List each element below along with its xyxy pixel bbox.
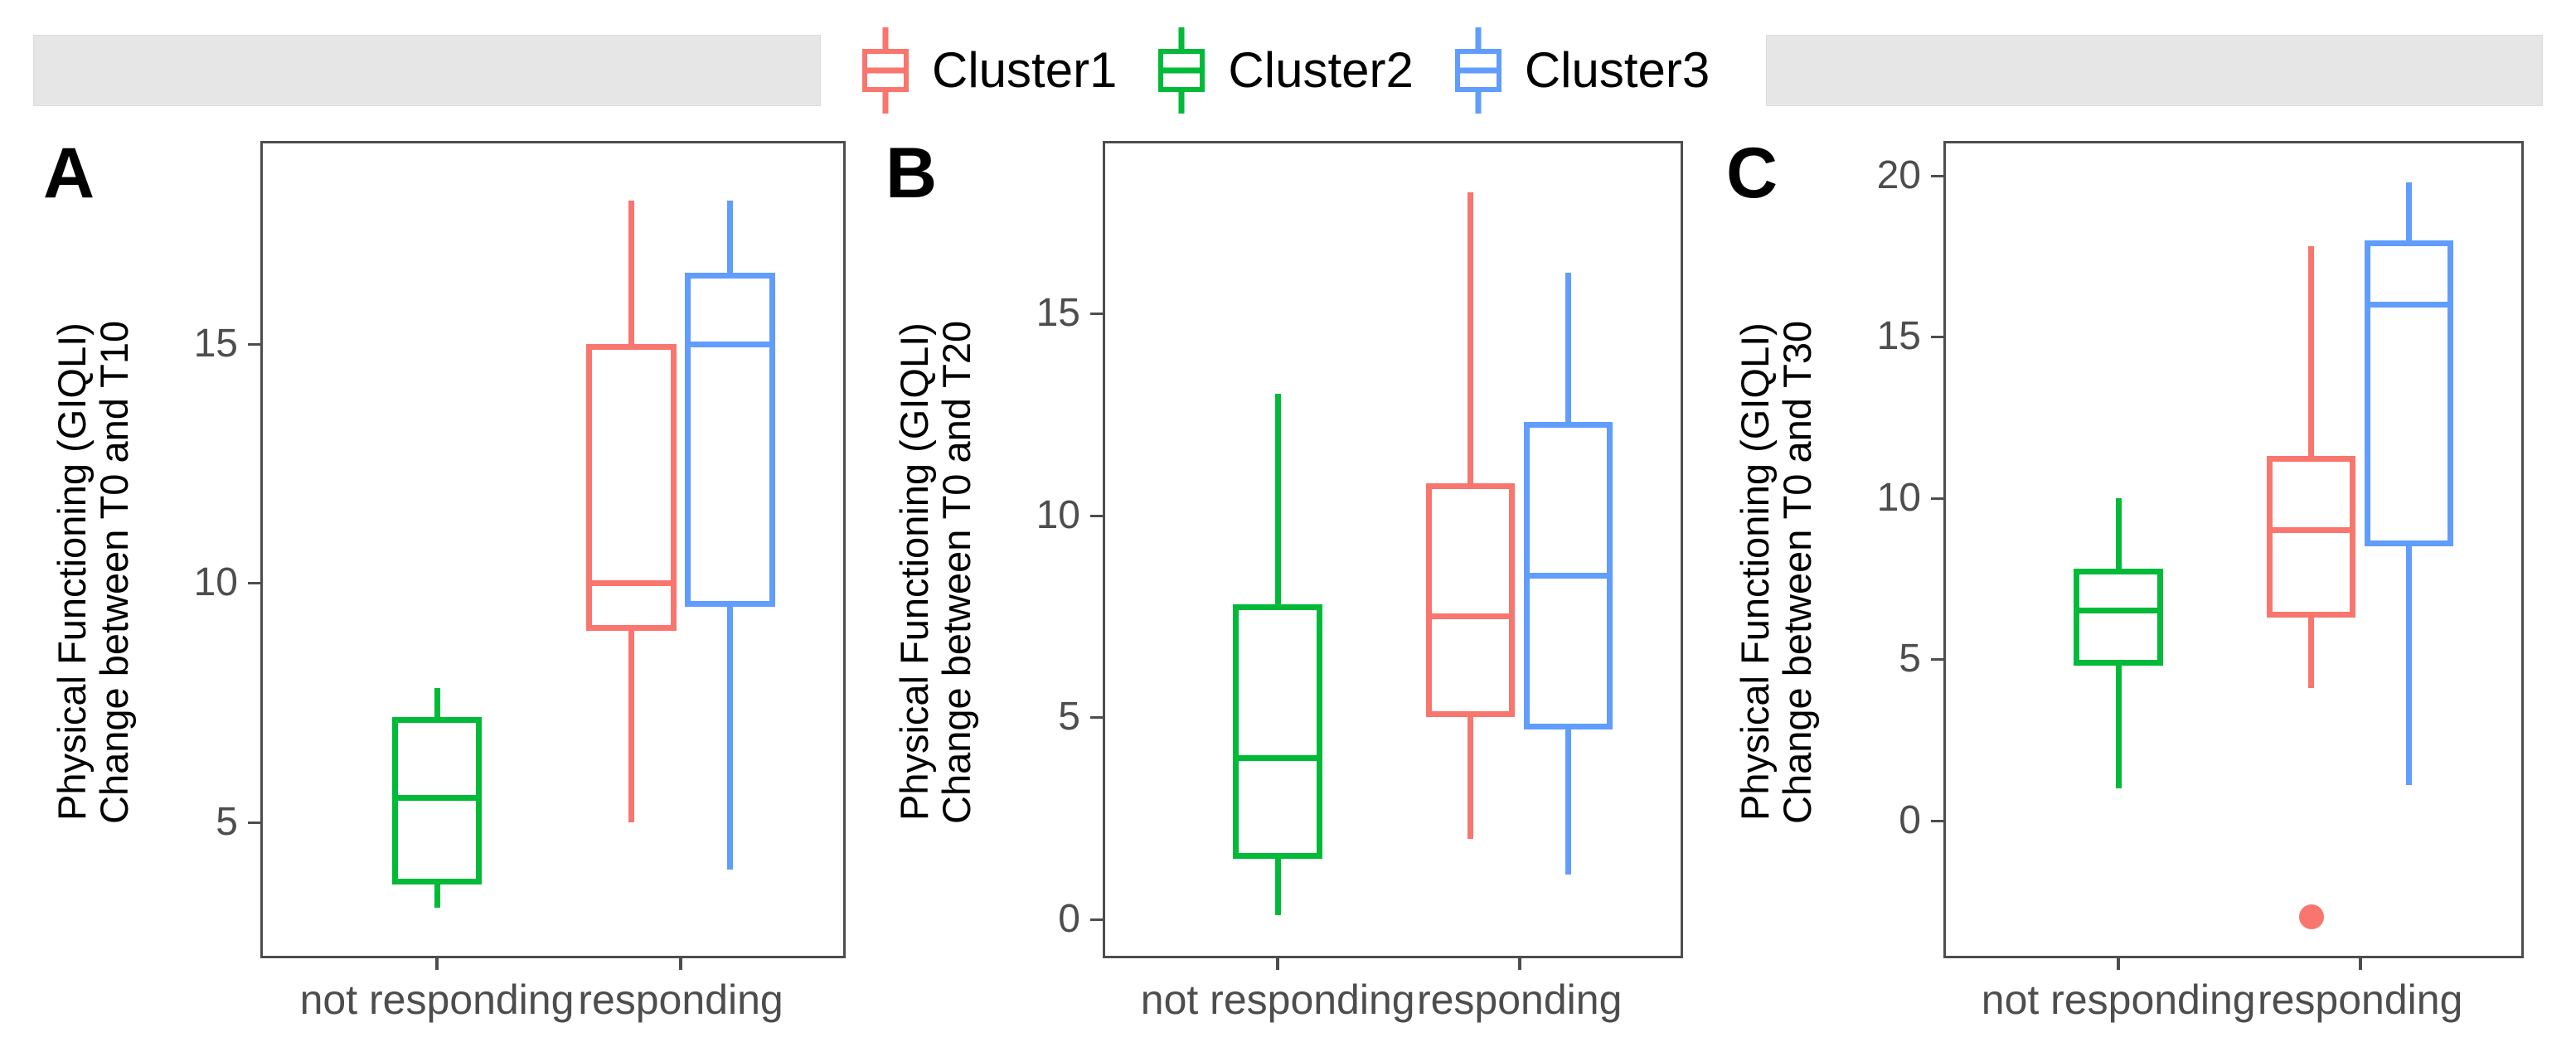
- y-axis-title-line: Change between T0 and T10: [91, 320, 136, 824]
- boxplot-median-line: [391, 795, 483, 802]
- boxplot-whisker-upper: [1274, 394, 1281, 604]
- boxplot-whisker-lower: [1467, 717, 1474, 839]
- y-axis-tick-mark: [248, 343, 263, 347]
- y-axis-tick-mark: [1931, 336, 1946, 339]
- panel-b-y-axis-title: Physical Functioning (GIQLI)Change betwe…: [892, 207, 985, 937]
- y-axis-tick-label: 0: [1899, 797, 1921, 842]
- boxplot-whisker-upper: [628, 201, 634, 345]
- boxplot-median-line: [1425, 613, 1516, 619]
- panel-b-letter: B: [885, 133, 938, 213]
- y-axis-tick-label: 15: [1876, 314, 1921, 359]
- legend-entry-cluster2[interactable]: Cluster2: [1150, 27, 1446, 114]
- x-axis-tick-mark: [2358, 956, 2362, 970]
- boxplot-box: [1233, 603, 1322, 859]
- boxplot-key-icon-cluster2: [1150, 27, 1213, 114]
- boxplot-box: [2364, 240, 2454, 547]
- y-axis-tick-mark: [1090, 716, 1105, 720]
- boxplot-median-line: [685, 341, 775, 347]
- y-axis-tick-mark: [1090, 514, 1105, 517]
- panel-a-letter: A: [43, 133, 95, 213]
- y-axis-tick-label: 0: [1058, 897, 1080, 942]
- boxplot-whisker-lower: [434, 884, 440, 909]
- boxplot-median-line: [2266, 527, 2356, 534]
- boxplot-box: [586, 344, 677, 631]
- boxplot-whisker-upper: [727, 201, 733, 273]
- x-axis-tick-label: responding: [2257, 977, 2463, 1023]
- boxplot-median-line: [1523, 573, 1613, 579]
- boxplot-whisker-upper: [2115, 497, 2122, 569]
- boxplot-median-line: [2364, 301, 2454, 308]
- y-axis-tick-label: 10: [1876, 475, 1921, 520]
- boxplot-whisker-upper: [2406, 182, 2413, 240]
- boxplot-median-line: [586, 579, 677, 586]
- y-axis-title-line: Physical Functioning (GIQLI): [892, 322, 936, 821]
- y-axis-tick-label: 20: [1876, 153, 1921, 197]
- y-axis-tick-label: 5: [1058, 695, 1080, 739]
- x-axis-tick-mark: [1517, 956, 1521, 970]
- y-axis-tick-label: 10: [1036, 492, 1080, 537]
- x-axis-tick-label: responding: [1416, 977, 1623, 1023]
- boxplot-whisker-lower: [727, 607, 733, 870]
- x-axis-tick-label: responding: [578, 977, 783, 1023]
- panel-a-y-axis-title: Physical Functioning (GIQLI)Change betwe…: [50, 207, 143, 937]
- legend-entry-cluster3[interactable]: Cluster3: [1447, 27, 1743, 114]
- boxplot-whisker-lower: [2308, 617, 2315, 689]
- y-axis-title-line: Change between T0 and T20: [934, 320, 978, 824]
- boxplot-box: [1425, 482, 1516, 718]
- legend-entry-cluster1[interactable]: Cluster1: [854, 27, 1150, 114]
- x-axis-tick-mark: [679, 956, 682, 970]
- legend-label-cluster1: Cluster1: [932, 42, 1118, 98]
- legend: Cluster1 Cluster2 Cluster3: [854, 27, 1743, 114]
- boxplot-box: [2266, 456, 2356, 618]
- panel-c-y-axis-title: Physical Functioning (GIQLI)Change betwe…: [1733, 207, 1826, 937]
- y-axis-tick-label: 10: [193, 560, 238, 605]
- boxplot-whisker-upper: [2308, 246, 2315, 457]
- boxplot-key-icon-cluster1: [854, 27, 917, 114]
- y-axis-tick-label: 15: [193, 322, 238, 366]
- boxplot-box: [685, 272, 775, 608]
- y-axis-tick-label: 5: [1899, 637, 1921, 681]
- x-axis-tick-mark: [2117, 956, 2121, 970]
- boxplot-whisker-lower: [628, 631, 634, 822]
- boxplot-key-icon-cluster3: [1447, 27, 1510, 114]
- boxplot-whisker-lower: [1274, 858, 1281, 916]
- boxplot-whisker-upper: [1565, 273, 1572, 423]
- y-axis-title-line: Change between T0 and T30: [1774, 320, 1819, 824]
- y-axis-tick-mark: [1931, 819, 1946, 822]
- y-axis-tick-mark: [248, 582, 263, 585]
- y-axis-tick-mark: [1931, 497, 1946, 500]
- y-axis-tick-mark: [1090, 312, 1105, 315]
- y-axis-tick-mark: [1931, 174, 1946, 177]
- x-axis-tick-mark: [435, 956, 439, 970]
- y-axis-tick-mark: [1931, 658, 1946, 662]
- x-axis-tick-mark: [1276, 956, 1280, 970]
- boxplot-median-line: [1233, 754, 1322, 761]
- boxplot-whisker-upper: [1467, 191, 1474, 483]
- boxplot-box: [2074, 569, 2163, 666]
- boxplot-whisker-lower: [2406, 546, 2413, 785]
- boxplot-median-line: [2074, 608, 2163, 614]
- boxplot-whisker-lower: [1565, 729, 1572, 875]
- x-axis-tick-label: not responding: [1140, 977, 1415, 1023]
- facet-strip-right: [1766, 35, 2543, 106]
- y-axis-tick-label: 15: [1036, 290, 1080, 335]
- legend-label-cluster2: Cluster2: [1228, 42, 1414, 98]
- y-axis-tick-mark: [1090, 918, 1105, 922]
- boxplot-whisker-upper: [434, 688, 440, 717]
- x-axis-tick-label: not responding: [299, 977, 575, 1023]
- y-axis-tick-mark: [248, 821, 263, 824]
- x-axis-tick-label: not responding: [1981, 977, 2256, 1023]
- legend-label-cluster3: Cluster3: [1524, 42, 1710, 98]
- y-axis-title-line: Physical Functioning (GIQLI): [1733, 322, 1777, 821]
- boxplot-whisker-lower: [2115, 666, 2122, 788]
- boxplot-outlier-point: [2298, 904, 2324, 930]
- facet-strip-left: [33, 35, 821, 106]
- panel-c-letter: C: [1726, 133, 1778, 213]
- y-axis-title-line: Physical Functioning (GIQLI): [50, 322, 94, 821]
- y-axis-tick-label: 5: [216, 799, 238, 844]
